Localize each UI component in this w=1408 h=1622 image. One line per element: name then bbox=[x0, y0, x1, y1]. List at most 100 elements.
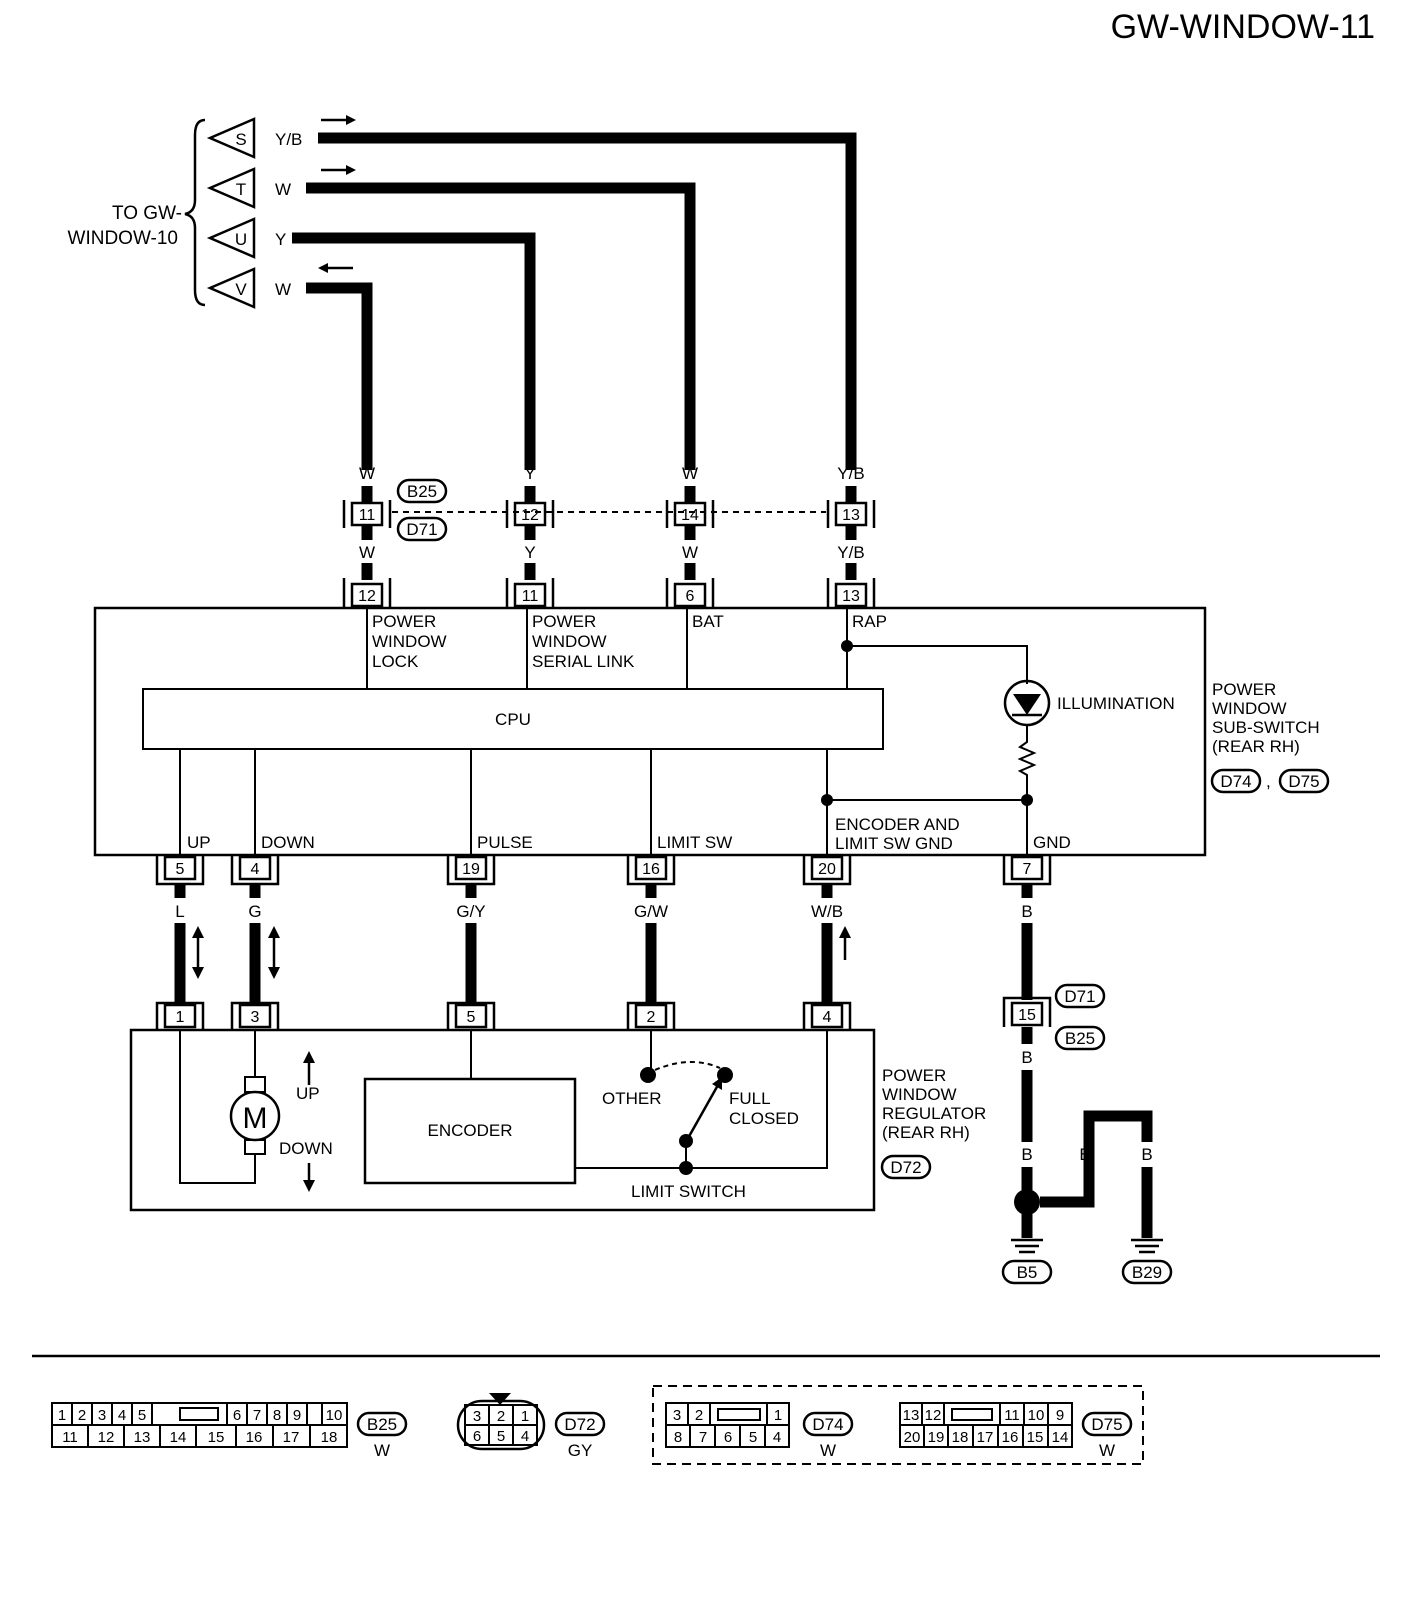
svg-text:15: 15 bbox=[208, 1429, 225, 1446]
wire2-color-lower: Y bbox=[524, 543, 535, 562]
svg-text:W: W bbox=[275, 180, 291, 199]
switch-pin-5: 5 bbox=[155, 855, 205, 886]
svg-text:14: 14 bbox=[170, 1429, 187, 1446]
arrow-up-motor bbox=[303, 1051, 315, 1085]
motor-up-label: UP bbox=[296, 1084, 320, 1103]
arrow-updown-g bbox=[268, 926, 280, 979]
svg-text:U: U bbox=[235, 230, 247, 249]
svg-text:11: 11 bbox=[62, 1429, 78, 1446]
svg-text:19: 19 bbox=[928, 1429, 945, 1446]
svg-text:W: W bbox=[820, 1441, 836, 1460]
svg-text:D75: D75 bbox=[1091, 1415, 1122, 1434]
label-pw-serial-2: WINDOW bbox=[532, 632, 607, 651]
reg-pin-2: 2 bbox=[626, 1001, 676, 1030]
wire4-color-upper: Y/B bbox=[837, 464, 864, 483]
illumination-diode bbox=[1003, 679, 1051, 727]
regulator-name-4: (REAR RH) bbox=[882, 1123, 970, 1142]
svg-text:5: 5 bbox=[467, 1009, 476, 1026]
feed-s: S Y/B bbox=[206, 117, 302, 159]
svg-text:S: S bbox=[235, 130, 246, 149]
motor-icon: M bbox=[229, 1076, 281, 1155]
svg-text:7: 7 bbox=[1023, 861, 1032, 878]
feed-brace bbox=[184, 118, 206, 307]
svg-text:3: 3 bbox=[98, 1407, 106, 1424]
switch-pin-13: 13 bbox=[826, 563, 876, 608]
svg-text:5: 5 bbox=[176, 861, 185, 878]
svg-text:1: 1 bbox=[521, 1408, 529, 1425]
to-ref-line1: TO GW- bbox=[112, 203, 182, 224]
svg-text:T: T bbox=[236, 180, 246, 199]
svg-text:3: 3 bbox=[673, 1407, 681, 1424]
arrow-updown-l bbox=[192, 926, 204, 979]
svg-text:13: 13 bbox=[903, 1407, 920, 1424]
color-gw: G/W bbox=[634, 902, 668, 921]
switch-pin-7: 7 bbox=[1002, 855, 1052, 886]
svg-text:20: 20 bbox=[818, 861, 836, 878]
svg-text:Y: Y bbox=[275, 230, 286, 249]
svg-text:5: 5 bbox=[497, 1428, 505, 1445]
svg-text:2: 2 bbox=[497, 1408, 505, 1425]
connector-b25-tag: B25 bbox=[396, 478, 448, 504]
color-gy: G/Y bbox=[456, 902, 485, 921]
regulator-name-2: WINDOW bbox=[882, 1085, 957, 1104]
svg-text:20: 20 bbox=[904, 1429, 921, 1446]
legend-d75: 13 12 11 10 9 20 19 18 17 16 15 14 D75 W bbox=[899, 1402, 1133, 1460]
ground-symbol-b5: B5 bbox=[1001, 1238, 1053, 1285]
label-limit-sw: LIMIT SW bbox=[657, 833, 732, 852]
svg-text:D71: D71 bbox=[1064, 987, 1095, 1006]
feed-v: V W bbox=[206, 267, 291, 309]
svg-text:3: 3 bbox=[251, 1009, 260, 1026]
label-up: UP bbox=[187, 833, 211, 852]
legend-d74-d75-group bbox=[652, 1385, 1144, 1465]
wire3-color-upper: W bbox=[682, 464, 698, 483]
b25-pin-11: 11 bbox=[342, 486, 392, 540]
label-bat: BAT bbox=[692, 612, 724, 631]
svg-text:B5: B5 bbox=[1017, 1263, 1038, 1282]
svg-text:B29: B29 bbox=[1132, 1263, 1162, 1282]
encoder-box bbox=[363, 1077, 577, 1185]
legend-b25: 1 2 3 4 5 6 7 8 9 10 11 12 13 14 15 16 1… bbox=[51, 1402, 408, 1460]
svg-text:12: 12 bbox=[98, 1429, 115, 1446]
color-g: G bbox=[248, 902, 261, 921]
illumination-label: ILLUMINATION bbox=[1057, 694, 1175, 713]
svg-text:W: W bbox=[1099, 1441, 1115, 1460]
svg-text:6: 6 bbox=[686, 588, 695, 605]
svg-text:1: 1 bbox=[774, 1407, 782, 1424]
wire4-color-lower: Y/B bbox=[837, 543, 864, 562]
svg-text:2: 2 bbox=[78, 1407, 86, 1424]
label-pw-lock-2: WINDOW bbox=[372, 632, 447, 651]
full-label: FULL bbox=[729, 1089, 771, 1108]
ground-conn-d71: D71 bbox=[1054, 983, 1106, 1009]
svg-text:13: 13 bbox=[842, 588, 860, 605]
svg-text:D72: D72 bbox=[564, 1415, 595, 1434]
sub-switch-name-4: (REAR RH) bbox=[1212, 737, 1300, 756]
svg-text:16: 16 bbox=[642, 861, 660, 878]
ground-splice bbox=[1014, 1189, 1040, 1215]
svg-text:1: 1 bbox=[58, 1407, 66, 1424]
sub-switch-conn-d74: D74 bbox=[1210, 768, 1262, 794]
sub-switch-conn-sep: , bbox=[1266, 772, 1271, 791]
label-gnd: GND bbox=[1033, 833, 1071, 852]
svg-text:5: 5 bbox=[749, 1429, 757, 1446]
sub-switch-name-2: WINDOW bbox=[1212, 699, 1287, 718]
color-l: L bbox=[175, 902, 184, 921]
color-wb: W/B bbox=[811, 902, 843, 921]
svg-text:15: 15 bbox=[1027, 1429, 1044, 1446]
label-encoder-gnd-1: ENCODER AND bbox=[835, 815, 960, 834]
svg-text:D71: D71 bbox=[406, 520, 437, 539]
svg-text:3: 3 bbox=[473, 1408, 481, 1425]
svg-text:8: 8 bbox=[273, 1407, 281, 1424]
svg-text:5: 5 bbox=[138, 1407, 146, 1424]
other-label: OTHER bbox=[602, 1089, 662, 1108]
regulator-conn-d72: D72 bbox=[880, 1154, 932, 1180]
svg-text:Y/B: Y/B bbox=[275, 130, 302, 149]
d71-pin-15: 15 bbox=[1002, 996, 1052, 1027]
arrow-up-wb bbox=[839, 926, 851, 960]
svg-text:B25: B25 bbox=[1065, 1029, 1095, 1048]
label-pw-serial-1: POWER bbox=[532, 612, 596, 631]
svg-text:14: 14 bbox=[681, 507, 699, 524]
wire-yb bbox=[318, 132, 857, 470]
svg-text:2: 2 bbox=[647, 1009, 656, 1026]
wire-w-t bbox=[306, 182, 696, 470]
svg-text:4: 4 bbox=[118, 1407, 126, 1424]
